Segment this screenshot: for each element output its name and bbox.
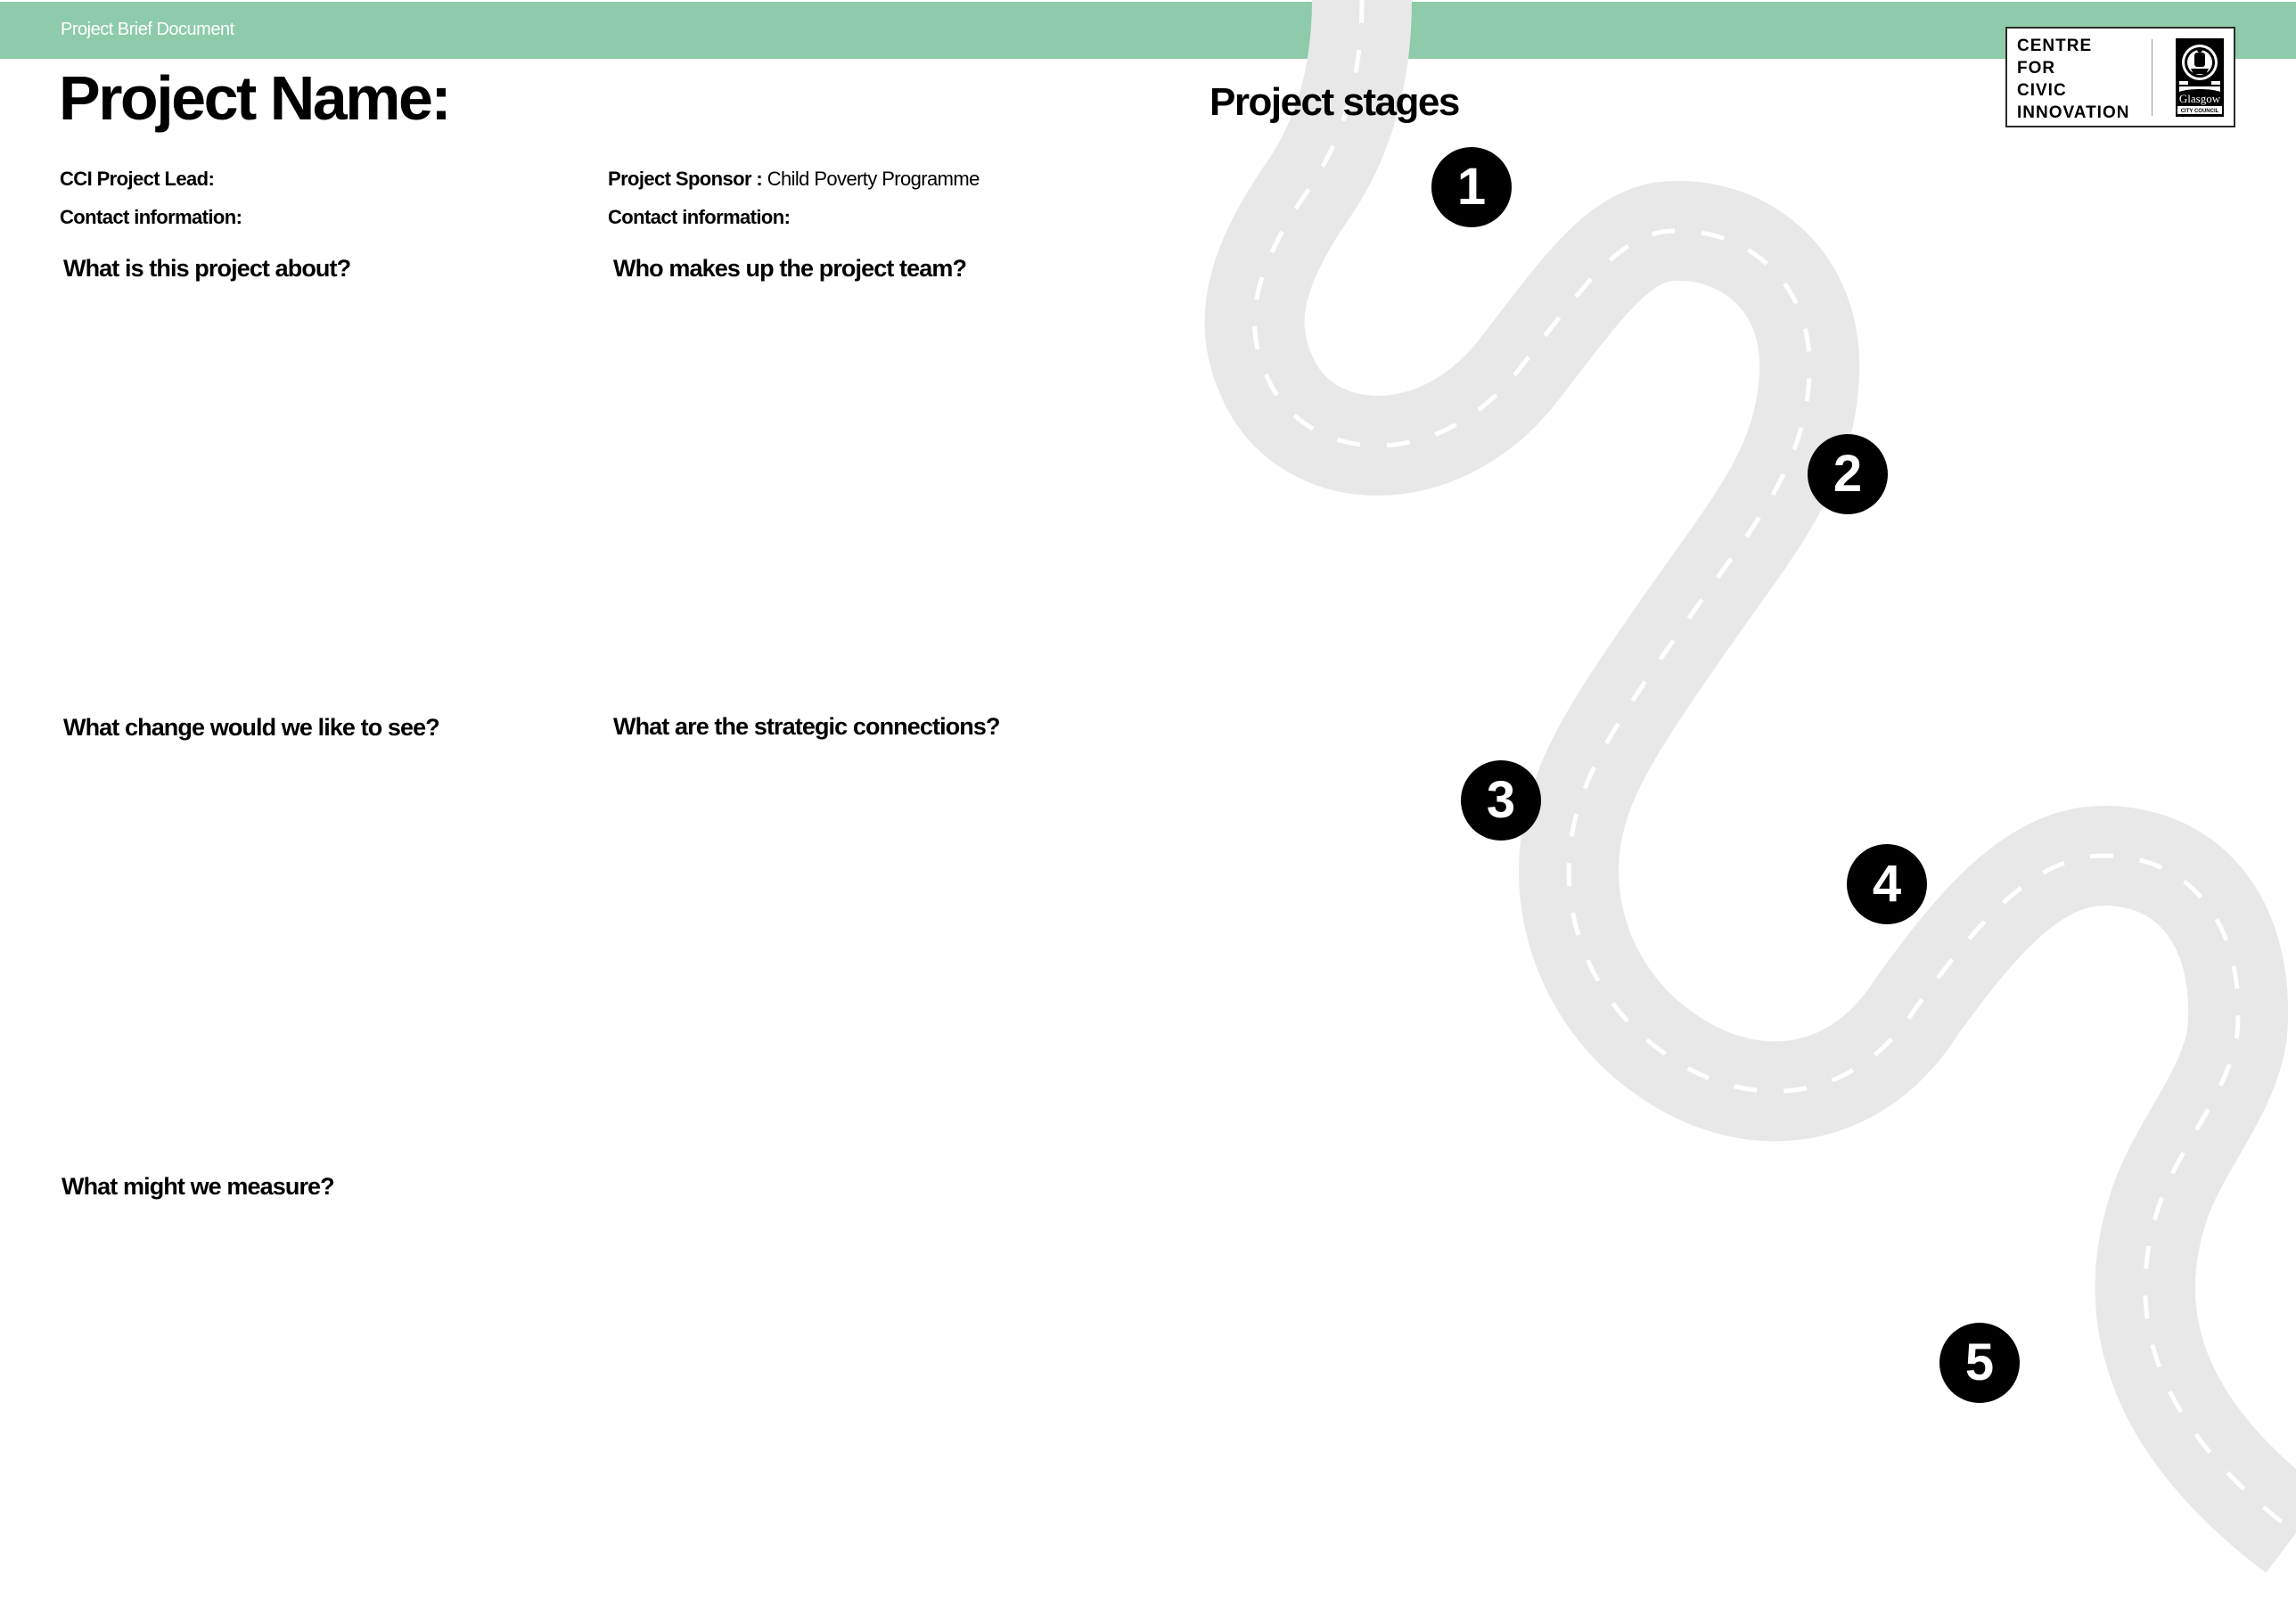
header-label: Project Brief Document xyxy=(61,20,234,39)
logo-council-name: Glasgow xyxy=(2179,92,2221,105)
road-surface xyxy=(1204,0,2296,1573)
coat-of-arms-icon: Glasgow CITY COUNCIL xyxy=(2176,38,2224,117)
logo-line: INNOVATION xyxy=(2017,103,2130,122)
stage-marker-1: 1 xyxy=(1431,147,1512,227)
stage-marker-5: 5 xyxy=(1939,1323,2020,1403)
logo-council-sub: CITY COUNCIL xyxy=(2181,109,2219,114)
logo-line: FOR xyxy=(2017,59,2056,78)
question-change: What change would we like to see? xyxy=(63,714,440,741)
page-title: Project Name: xyxy=(59,63,452,133)
project-lead-label: CCI Project Lead: xyxy=(60,168,215,190)
header-bar: Project Brief Document xyxy=(0,2,2296,59)
sponsor-contact-label: Contact information: xyxy=(608,206,791,228)
stage-marker-4: 4 xyxy=(1847,844,1927,924)
project-sponsor-label: Project Sponsor : xyxy=(608,168,763,190)
lead-contact-field: Contact information: xyxy=(60,205,242,230)
lead-contact-label: Contact information: xyxy=(60,206,242,228)
logo-line: CIVIC xyxy=(2017,81,2067,100)
sponsor-contact-field: Contact information: xyxy=(608,205,791,230)
cci-logo: CENTRE FOR CIVIC INNOVATION Glasgow CITY… xyxy=(2005,27,2235,127)
stage-marker-3: 3 xyxy=(1461,760,1541,841)
question-measure: What might we measure? xyxy=(62,1173,335,1200)
logo-wordmark: CENTRE FOR CIVIC INNOVATION xyxy=(2017,35,2129,124)
logo-line: CENTRE xyxy=(2017,37,2093,55)
project-sponsor-value: Child Poverty Programme xyxy=(767,168,980,190)
project-lead-field: CCI Project Lead: xyxy=(60,167,215,192)
question-about: What is this project about? xyxy=(63,255,351,282)
stage-marker-2: 2 xyxy=(1808,434,1888,514)
question-team: Who makes up the project team? xyxy=(613,255,967,282)
road-center-line xyxy=(1252,0,2296,1535)
question-strategic: What are the strategic connections? xyxy=(613,713,1000,740)
stages-title: Project stages xyxy=(1210,80,1460,124)
project-sponsor-field: Project Sponsor : Child Poverty Programm… xyxy=(608,167,980,192)
